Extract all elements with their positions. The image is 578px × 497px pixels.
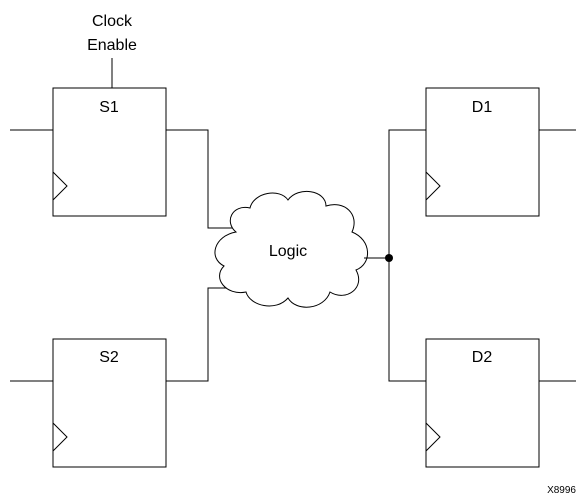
logic-cloud: Logic <box>214 191 368 308</box>
register-d1: D1 <box>425 87 540 217</box>
register-d1-clock-icon <box>425 171 441 201</box>
register-s2-box <box>52 338 167 468</box>
register-d2-label: D2 <box>472 349 493 366</box>
register-s1-box <box>52 87 167 217</box>
register-s2-clock-icon <box>52 422 68 452</box>
register-s1: S1 <box>52 87 167 217</box>
register-s2-label: S2 <box>99 349 119 366</box>
register-s1-clock-icon <box>52 171 68 201</box>
register-d1-label: D1 <box>472 99 493 116</box>
register-d2: D2 <box>425 338 540 468</box>
register-d2-box <box>425 338 540 468</box>
register-d2-clock-icon <box>425 422 441 452</box>
logic-cloud-shape <box>214 191 368 308</box>
logic-label: Logic <box>269 243 307 260</box>
clock-enable-label-line2: Enable <box>87 37 137 54</box>
register-d1-box <box>425 87 540 217</box>
s2-to-logic-wire <box>166 287 238 382</box>
fanout-to-d1-wire <box>388 129 426 258</box>
fanout-to-d2-wire <box>388 258 426 382</box>
register-s1-label: S1 <box>99 99 119 116</box>
s1-to-logic-wire <box>166 129 238 229</box>
clock-enable-label-line1: Clock <box>92 13 133 30</box>
register-s2: S2 <box>52 338 167 468</box>
figure-id: X8996 <box>547 485 576 496</box>
